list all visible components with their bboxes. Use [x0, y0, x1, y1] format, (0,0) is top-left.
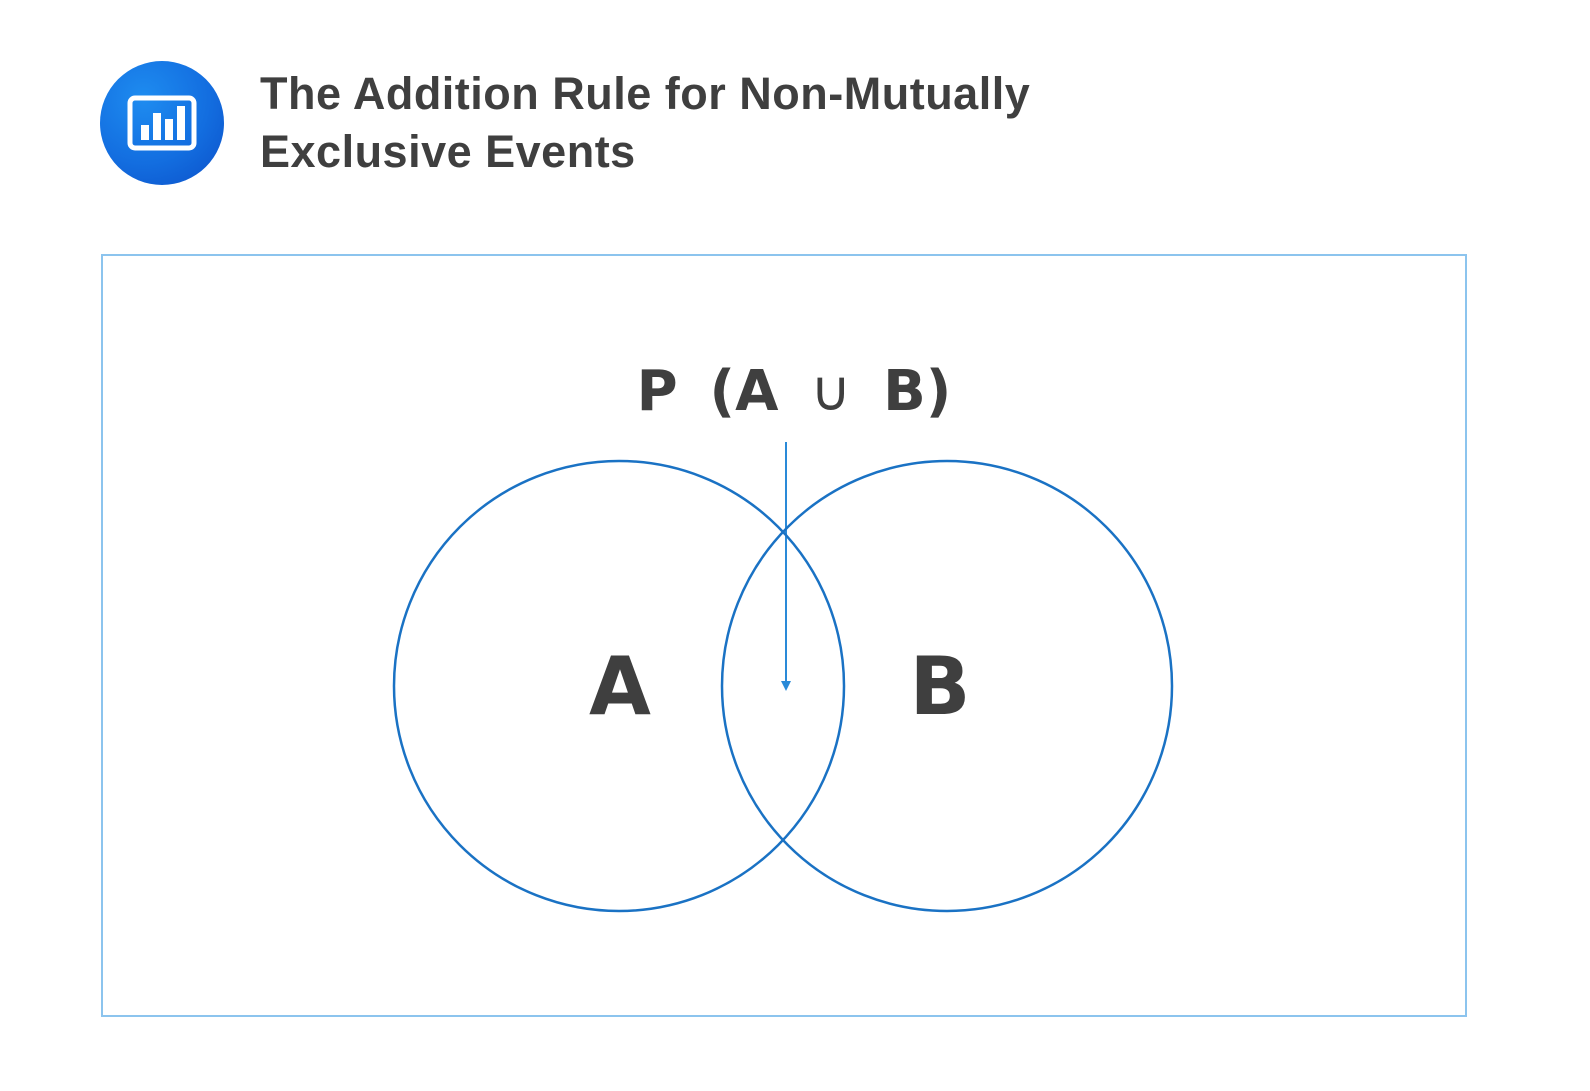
circle-b: [720, 459, 1174, 913]
logo-badge: [100, 61, 224, 185]
set-a-label: A: [589, 640, 651, 733]
header: The Addition Rule for Non-Mutually Exclu…: [100, 61, 1160, 185]
title-line-1: The Addition Rule for Non-Mutually: [260, 68, 1031, 119]
formula-open: (A: [710, 359, 780, 424]
page-title: The Addition Rule for Non-Mutually Exclu…: [260, 65, 1160, 181]
formula-text: P (A ∪ B): [637, 359, 952, 424]
title-line-2: Exclusive Events: [260, 126, 636, 177]
diagram-frame: [101, 254, 1467, 1017]
bar-chart-icon: [127, 95, 197, 151]
formula-p: P: [637, 359, 678, 424]
formula-close: B): [883, 359, 951, 424]
formula-union: ∪: [810, 359, 851, 424]
set-b-label: B: [910, 640, 971, 733]
circle-a: [392, 459, 846, 913]
